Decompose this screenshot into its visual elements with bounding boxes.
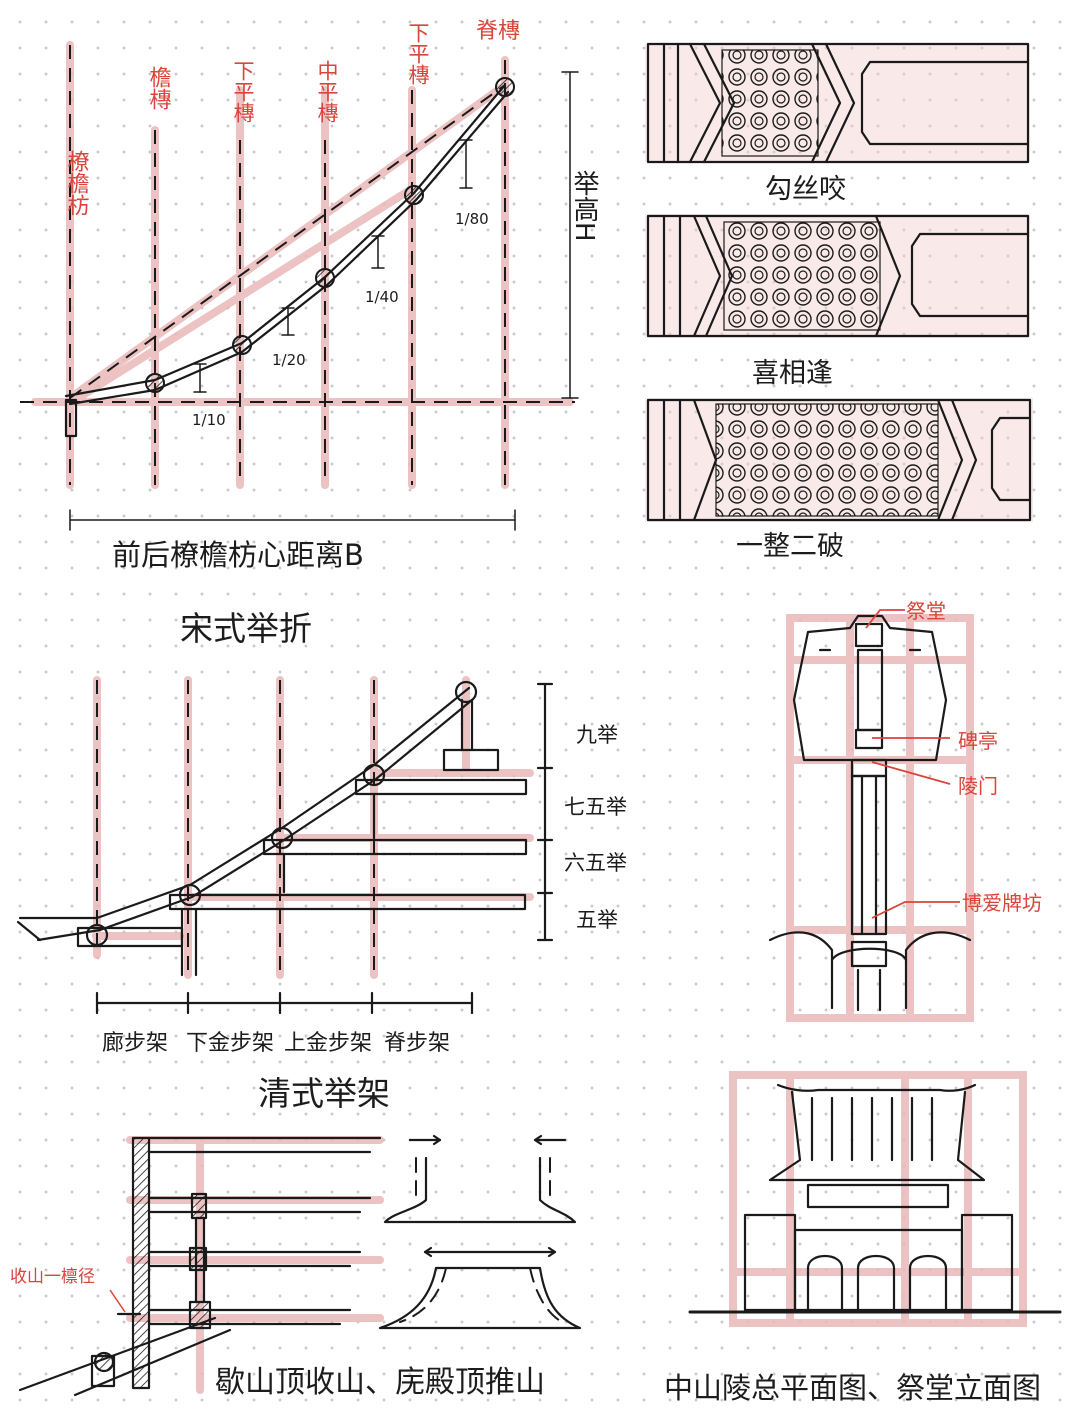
qing-roof-diagram: 九举 七五举 六五举 五举 廊步架 下金步架 上金步架 脊步架 清式举架 [16,676,627,1113]
step-jibujia: 脊步架 [384,1031,450,1056]
span-label-B: 前后橑檐枋心距离B [112,538,364,572]
label-boai-paifang: 博爱牌坊 [962,891,1042,915]
label-xixiangfeng: 喜相逢 [752,358,833,389]
label-height-H: 举高H [569,170,599,242]
lift-liuwuju: 六五举 [564,851,627,875]
xieshan-roof-sketch [383,1134,577,1224]
ratio-1-80: 1/10 [192,411,226,429]
bracket-xixiangfeng [645,214,1030,338]
ratio-1-20: 1/40 [365,288,399,306]
lift-wuju: 五举 [576,908,618,932]
lift-qiwuju: 七五举 [564,795,627,819]
ratio-1-10: 1/80 [455,210,489,228]
label-zhongpingtuan: 中平槫 [315,60,339,123]
label-xiapingtuan-2: 下平槫 [406,22,430,85]
gable-diagrams: 收山一檩径 歇山顶收山、庑殿顶推山 [10,1134,582,1400]
title-qing-style: 清式举架 [258,1074,390,1113]
label-yizhengerpo: 一整二破 [736,531,844,562]
label-goussiyao: 勾丝咬 [765,174,846,205]
song-roof-diagram: 橑檐枋 檐槫 下平槫 中平槫 下平槫 脊槫 举高H 1/10 1/20 1/40… [20,19,599,648]
jitang-elevation: 中山陵总平面图、祭堂立面图 [664,1071,1062,1405]
label-yantuan: 檐槫 [146,66,172,110]
lift-jiuju: 九举 [576,723,618,747]
label-shoushan-note: 收山一檩径 [10,1267,95,1287]
step-langbujia: 廊步架 [102,1031,168,1056]
zhongshan-plan: 祭堂 碑亭 陵门 博爱牌坊 [768,599,1042,1022]
label-xiapingtuan-1: 下平槫 [231,60,255,123]
label-liaoyanfang: 橑檐枋 [64,150,90,216]
label-jitang: 祭堂 [906,599,946,623]
label-lingmen: 陵门 [958,774,998,798]
caption-elevation: 中山陵总平面图、祭堂立面图 [664,1371,1041,1405]
caption-gable: 歇山顶收山、庑殿顶推山 [215,1365,545,1400]
label-beiting: 碑亭 [958,729,998,753]
step-shangjinbujia: 上金步架 [284,1031,372,1056]
step-xiajinbujia: 下金步架 [186,1031,274,1056]
wudian-roof-sketch [378,1246,582,1330]
ratio-1-40: 1/20 [272,351,306,369]
bracket-patterns: 勾丝咬 喜相逢 一整二破 [645,42,1033,562]
bracket-goussiyao [645,42,1030,164]
title-song-style: 宋式举折 [180,609,312,648]
bracket-yizhengerpo [645,398,1033,522]
label-jituan: 脊槫 [476,19,520,44]
